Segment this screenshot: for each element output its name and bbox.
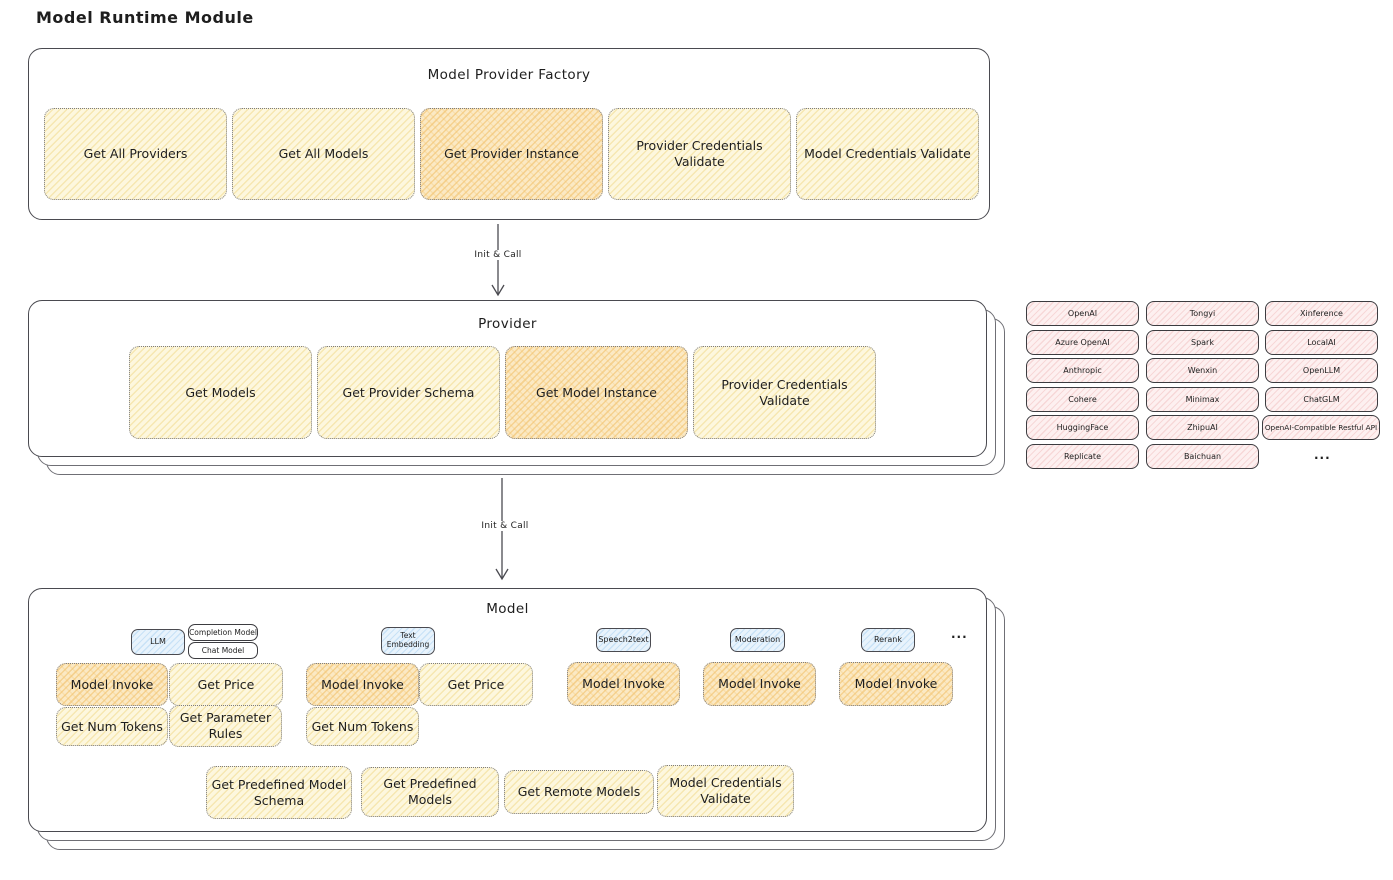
provider-box-get-model-instance: Get Model Instance	[505, 346, 688, 439]
provider-pill-openai-compatible: OpenAI-Compatible Restful API	[1262, 415, 1380, 440]
model-container: Model LLM Completion Model Chat Model Te…	[28, 588, 987, 832]
provider-pill-tongyi: Tongyi	[1146, 301, 1259, 326]
moderation-model-invoke: Model Invoke	[703, 662, 816, 706]
model-box-get-predefined-model-schema: Get Predefined Model Schema	[206, 766, 352, 819]
llm-get-parameter-rules: Get Parameter Rules	[169, 705, 282, 747]
provider-pill-openai: OpenAI	[1026, 301, 1139, 326]
factory-box-provider-credentials-validate: Provider Credentials Validate	[608, 108, 791, 200]
tag-moderation: Moderation	[730, 628, 785, 652]
provider-pill-openllm: OpenLLM	[1265, 358, 1378, 383]
provider-box-provider-credentials-validate: Provider Credentials Validate	[693, 346, 876, 439]
arrow-factory-to-provider	[491, 224, 505, 297]
factory-box-get-provider-instance: Get Provider Instance	[420, 108, 603, 200]
llm-get-price: Get Price	[169, 663, 283, 706]
providers-panel-more: ...	[1314, 448, 1331, 462]
provider-pill-replicate: Replicate	[1026, 444, 1139, 469]
provider-box-get-provider-schema: Get Provider Schema	[317, 346, 500, 439]
provider-pill-huggingface: HuggingFace	[1026, 415, 1139, 440]
tag-llm: LLM	[131, 629, 185, 655]
tag-chat-model: Chat Model	[188, 642, 258, 659]
factory-title: Model Provider Factory	[427, 67, 591, 83]
factory-box-model-credentials-validate: Model Credentials Validate	[796, 108, 979, 200]
provider-pill-wenxin: Wenxin	[1146, 358, 1259, 383]
model-title: Model	[486, 601, 529, 617]
tag-completion-model: Completion Model	[188, 624, 258, 641]
text-embedding-model-invoke: Model Invoke	[306, 663, 419, 706]
provider-box-get-models: Get Models	[129, 346, 312, 439]
speech2text-model-invoke: Model Invoke	[567, 662, 680, 706]
provider-pill-azure-openai: Azure OpenAI	[1026, 330, 1139, 355]
diagram-title: Model Runtime Module	[36, 8, 254, 27]
factory-box-get-all-models: Get All Models	[232, 108, 415, 200]
model-types-more: ...	[951, 627, 968, 641]
arrow2-label: Init & Call	[478, 521, 532, 531]
provider-pill-zhipuai: ZhipuAI	[1146, 415, 1259, 440]
llm-model-invoke: Model Invoke	[56, 663, 168, 706]
arrow1-label: Init & Call	[471, 250, 525, 260]
model-box-get-remote-models: Get Remote Models	[504, 770, 654, 814]
text-embedding-get-num-tokens: Get Num Tokens	[306, 707, 419, 746]
provider-pill-spark: Spark	[1146, 330, 1259, 355]
tag-speech2text: Speech2text	[596, 628, 651, 652]
factory-box-get-all-providers: Get All Providers	[44, 108, 227, 200]
llm-get-num-tokens: Get Num Tokens	[56, 707, 168, 746]
tag-rerank: Rerank	[861, 628, 915, 652]
provider-pill-anthropic: Anthropic	[1026, 358, 1139, 383]
provider-pill-cohere: Cohere	[1026, 387, 1139, 412]
model-box-get-predefined-models: Get Predefined Models	[361, 767, 499, 817]
provider-pill-minimax: Minimax	[1146, 387, 1259, 412]
tag-text-embedding: Text Embedding	[381, 627, 435, 655]
provider-title: Provider	[478, 316, 537, 332]
rerank-model-invoke: Model Invoke	[839, 662, 953, 706]
provider-pill-chatglm: ChatGLM	[1265, 387, 1378, 412]
factory-container: Model Provider Factory Get All Providers…	[28, 48, 990, 220]
provider-pill-xinference: Xinference	[1265, 301, 1378, 326]
text-embedding-get-price: Get Price	[419, 663, 533, 706]
model-box-model-credentials-validate: Model Credentials Validate	[657, 765, 794, 817]
provider-pill-baichuan: Baichuan	[1146, 444, 1259, 469]
provider-pill-localai: LocalAI	[1265, 330, 1378, 355]
provider-container: Provider Get Models Get Provider Schema …	[28, 300, 987, 457]
